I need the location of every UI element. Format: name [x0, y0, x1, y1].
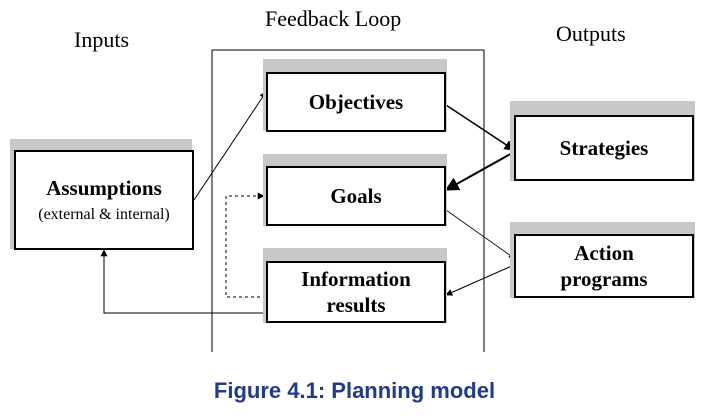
inputs-label: Inputs: [74, 27, 129, 52]
outputs-label: Outputs: [556, 21, 626, 46]
arrow-action-programs-to-information-results: [445, 264, 515, 296]
objectives-title: Objectives: [308, 90, 404, 114]
information-results-box: Information results: [266, 261, 446, 323]
assumptions-box: Assumptions (external & internal): [14, 150, 194, 250]
strategies-box: Strategies: [514, 115, 694, 181]
arrow-goals-to-action-programs: [445, 209, 515, 259]
goals-title: Goals: [330, 184, 382, 208]
dashed-feedback-path: [225, 192, 266, 298]
action-programs-line2: programs: [560, 267, 648, 291]
feedback-loop-label: Feedback Loop: [265, 6, 402, 31]
objectives-box: Objectives: [266, 72, 446, 132]
arrow-assumptions-to-objectives: [193, 91, 267, 201]
strategies-title: Strategies: [559, 136, 649, 160]
action-programs-box: Action programs: [514, 234, 694, 298]
information-results-line2: results: [326, 293, 386, 317]
goals-box: Goals: [266, 166, 446, 226]
arrow-objectives-to-strategies: [445, 104, 515, 151]
information-results-line1: Information: [301, 267, 411, 291]
figure-caption: Figure 4.1: Planning model: [213, 378, 496, 403]
assumptions-title: Assumptions: [46, 176, 162, 200]
arrow-strategies-to-goals: [444, 151, 515, 191]
feedback-loop-frame: [211, 49, 485, 352]
arrow-information-results-to-assumptions: [100, 249, 266, 314]
action-programs-line1: Action: [574, 241, 634, 265]
assumptions-subtitle: (external & internal): [38, 206, 170, 223]
